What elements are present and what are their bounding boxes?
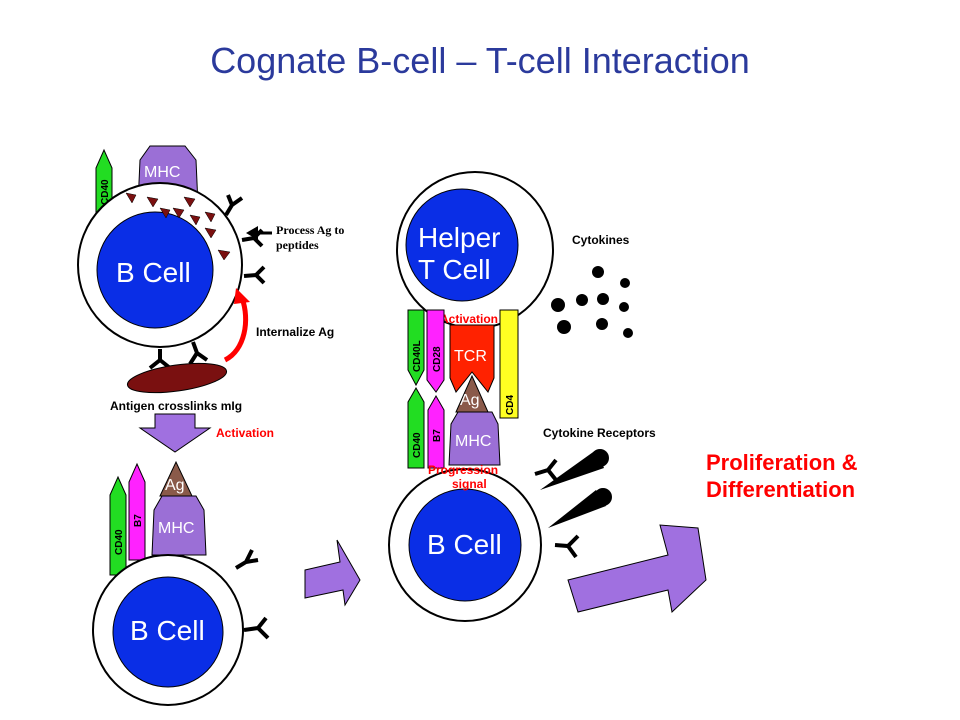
b7-label: B7 — [432, 429, 443, 442]
t-cell-nucleus — [405, 188, 519, 302]
cytokine-receptors — [534, 449, 612, 559]
mhc-label: MHC — [455, 433, 491, 450]
panel-antigen-uptake: CD40 MHC B Cell — [77, 145, 344, 453]
b7-label: B7 — [133, 514, 144, 527]
peptide-fragments — [125, 192, 231, 261]
cd28-label: CD28 — [432, 346, 443, 372]
cd40l-label: CD40L — [412, 340, 423, 372]
surface-igm — [148, 194, 266, 370]
process-label-1: Process Ag to — [276, 223, 344, 237]
cd40-receptor — [407, 386, 425, 469]
panel-antigen-presentation: CD40 B7 MHC Ag B Cell — [92, 460, 270, 706]
b7-receptor — [128, 462, 146, 561]
b-cell-label: B Cell — [427, 529, 502, 560]
cytokine-dots — [551, 266, 633, 338]
b-cell-label: B Cell — [130, 615, 205, 646]
t-cell-label-1: Helper — [418, 222, 500, 253]
cytokine-receptors-label: Cytokine Receptors — [543, 426, 656, 440]
internalize-label: Internalize Ag — [256, 325, 334, 339]
cytokines-label: Cytokines — [572, 233, 630, 247]
process-arrow — [246, 226, 272, 240]
activation-label-1: Activation — [216, 426, 274, 440]
progression-label-2: signal — [452, 477, 487, 491]
b-cell-label: B Cell — [116, 257, 191, 288]
antigen — [126, 362, 228, 394]
b-cell-nucleus — [408, 488, 522, 602]
surface-igm — [234, 549, 270, 640]
mhc-molecule — [151, 495, 207, 556]
proliferation-label-1: Proliferation & — [706, 450, 858, 475]
mhc-label: MHC — [158, 520, 194, 537]
slide-title: Cognate B-cell – T-cell Interaction — [210, 40, 750, 81]
mhc-molecule — [448, 411, 501, 466]
transition-arrow — [304, 539, 361, 607]
t-cell-label-2: T Cell — [418, 254, 491, 285]
cd4-label: CD4 — [505, 395, 516, 415]
b-cell-nucleus — [96, 211, 214, 329]
crosslinks-label: Antigen crosslinks mIg — [110, 399, 242, 413]
cd28-receptor — [426, 309, 445, 393]
cd40-label: CD40 — [100, 179, 111, 205]
ag-label: Ag — [460, 392, 480, 409]
mhc-label: MHC — [144, 164, 180, 181]
panel-t-b-interaction: Helper T Cell Activation CD40L CD28 TCR … — [388, 171, 858, 622]
ag-peptide — [159, 460, 193, 497]
b7-receptor — [427, 394, 445, 469]
ag-label: Ag — [165, 477, 185, 494]
cd4-receptor — [499, 309, 519, 419]
proliferation-label-2: Differentiation — [706, 477, 855, 502]
internalize-arrow — [223, 297, 249, 363]
cd40l-receptor — [407, 309, 425, 387]
tcr-receptor — [449, 324, 495, 393]
progression-label-1: Progression — [428, 463, 498, 477]
proliferation-arrow — [567, 524, 707, 613]
down-arrow — [138, 413, 212, 453]
tcr-label: TCR — [454, 348, 487, 365]
cd40-receptor — [109, 475, 127, 576]
b-cell-nucleus — [112, 576, 224, 688]
cd40-label: CD40 — [412, 432, 423, 458]
process-label-2: peptides — [276, 238, 319, 252]
activation-label-2: Activation — [440, 312, 498, 326]
cd40-label: CD40 — [114, 529, 125, 555]
